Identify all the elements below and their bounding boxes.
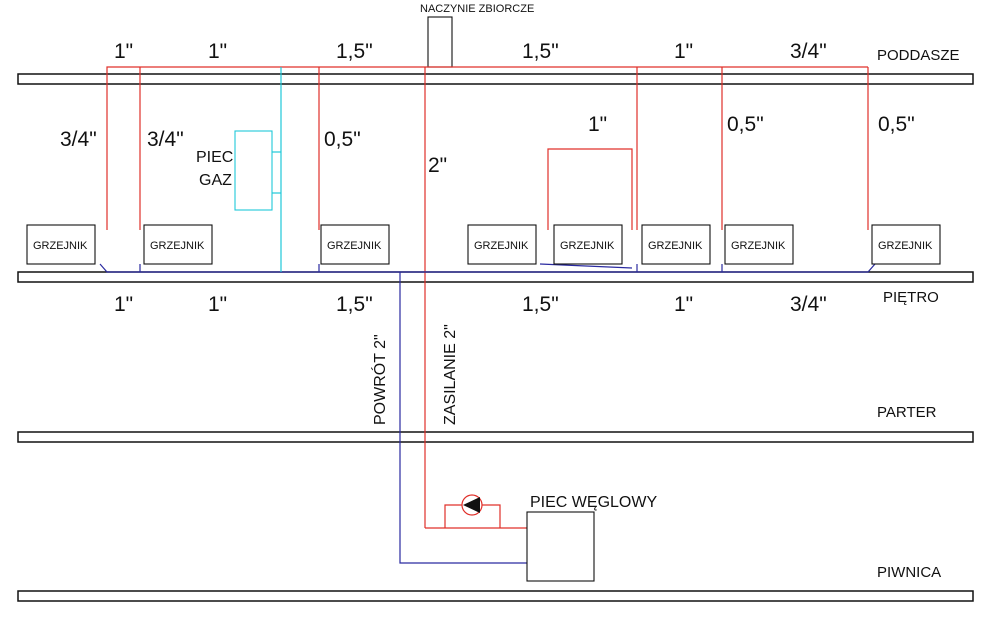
drop-size-1: 3/4" bbox=[60, 128, 97, 151]
gas-boiler-label-2: GAZ bbox=[199, 172, 232, 189]
return-stub-4 bbox=[539, 263, 633, 269]
attic-size-3: 1,5" bbox=[336, 40, 373, 63]
floor-size-4: 1,5" bbox=[522, 293, 559, 316]
radiator-3: GRZEJNIK bbox=[320, 224, 390, 265]
radiator-label: GRZEJNIK bbox=[878, 240, 933, 252]
attic-size-2: 1" bbox=[208, 40, 227, 63]
radiator-5: GRZEJNIK bbox=[553, 224, 623, 265]
supply-label: ZASILANIE 2" bbox=[442, 324, 459, 425]
attic-size-4: 1,5" bbox=[522, 40, 559, 63]
radiator-label: GRZEJNIK bbox=[560, 240, 615, 252]
drop-size-2: 3/4" bbox=[147, 128, 184, 151]
supply-network bbox=[106, 66, 869, 529]
supply-attic-main-left bbox=[106, 66, 452, 230]
radiator-7: GRZEJNIK bbox=[724, 224, 794, 265]
expansion-tank-label: NACZYNIE ZBIORCZE bbox=[420, 3, 534, 15]
floor-size-5: 1" bbox=[674, 293, 693, 316]
floor-size-2: 1" bbox=[208, 293, 227, 316]
return-network bbox=[99, 263, 876, 564]
radiator-label: GRZEJNIK bbox=[474, 240, 529, 252]
gas-boiler-piping bbox=[272, 67, 282, 272]
main-riser-size: 2" bbox=[428, 154, 447, 177]
slab-pietro bbox=[17, 271, 974, 283]
attic-size-6: 3/4" bbox=[790, 40, 827, 63]
attic-size-5: 1" bbox=[674, 40, 693, 63]
floor-size-3: 1,5" bbox=[336, 293, 373, 316]
floor-size-6: 3/4" bbox=[790, 293, 827, 316]
floor-label-parter: PARTER bbox=[877, 404, 937, 421]
floor-size-1: 1" bbox=[114, 293, 133, 316]
coal-boiler-label: PIEC WĘGLOWY bbox=[530, 494, 657, 511]
slab-poddasze bbox=[17, 73, 974, 85]
supply-drop-4-loop bbox=[547, 148, 633, 230]
drop-size-6: 0,5" bbox=[878, 113, 915, 136]
coal-boiler bbox=[526, 511, 595, 582]
expansion-tank bbox=[427, 16, 453, 68]
floor-label-pietro: PIĘTRO bbox=[883, 289, 939, 306]
radiator-label: GRZEJNIK bbox=[327, 240, 382, 252]
radiator-8: GRZEJNIK bbox=[871, 224, 941, 265]
return-label: POWRÓT 2" bbox=[370, 334, 389, 425]
radiator-6: GRZEJNIK bbox=[641, 224, 711, 265]
radiator-label: GRZEJNIK bbox=[33, 240, 88, 252]
drop-size-5: 0,5" bbox=[727, 113, 764, 136]
return-riser bbox=[399, 272, 527, 564]
radiator-label: GRZEJNIK bbox=[150, 240, 205, 252]
return-collector bbox=[99, 263, 876, 273]
floor-label-poddasze: PODDASZE bbox=[877, 47, 960, 64]
gas-boiler-label-1: PIEC bbox=[196, 149, 233, 166]
pump-icon bbox=[461, 494, 483, 516]
radiator-2: GRZEJNIK bbox=[143, 224, 213, 265]
drop-size-4: 1" bbox=[588, 113, 607, 136]
slab-piwnica bbox=[17, 590, 974, 602]
radiator-1: GRZEJNIK bbox=[26, 224, 96, 265]
slab-parter bbox=[17, 431, 974, 443]
gas-boiler bbox=[234, 130, 273, 211]
floor-label-piwnica: PIWNICA bbox=[877, 564, 941, 581]
radiator-label: GRZEJNIK bbox=[648, 240, 703, 252]
attic-size-1: 1" bbox=[114, 40, 133, 63]
radiator-label: GRZEJNIK bbox=[731, 240, 786, 252]
drop-size-3: 0,5" bbox=[324, 128, 361, 151]
radiator-4: GRZEJNIK bbox=[467, 224, 537, 265]
